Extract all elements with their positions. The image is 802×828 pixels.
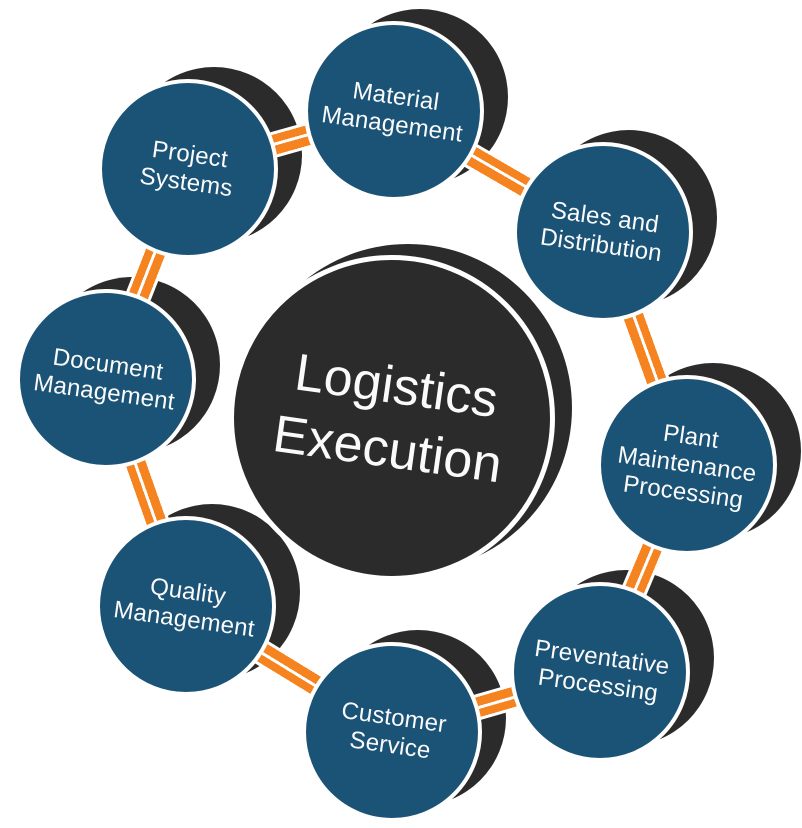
node-quality-management: Quality Management [96,504,300,696]
node-label: Project Systems [137,135,235,203]
node-label: Customer Service [339,696,449,765]
node-label: Sales and Distribution [538,196,664,268]
node-circle: Customer Service [302,642,482,822]
node-project-systems: Project Systems [98,67,302,259]
node-circle: Plant Maintenance Processing [597,375,777,555]
center-label: Logistics Execution [269,342,506,495]
node-circle: Project Systems [98,79,278,259]
node-preventative-processing: Preventative Processing [510,570,714,762]
node-plant-maintenance-processing: Plant Maintenance Processing [597,363,801,555]
node-circle: Preventative Processing [510,582,690,762]
node-label: Preventative Processing [532,634,672,708]
node-customer-service: Customer Service [302,630,506,822]
node-label: Quality Management [111,572,257,643]
center-circle: Logistics Execution [229,255,555,581]
node-label: Plant Maintenance Processing [616,419,759,515]
node-circle: Material Management [304,21,484,201]
node-document-management: Document Management [16,277,220,469]
node-circle: Quality Management [96,516,276,696]
node-label: Material Management [319,77,465,148]
node-circle: Document Management [16,289,196,469]
node-logistics-execution-center: Logistics Execution [229,244,572,581]
node-label: Document Management [31,343,177,416]
node-sales-and-distribution: Sales and Distribution [513,130,717,322]
node-material-management: Material Management [304,9,508,201]
node-circle: Sales and Distribution [513,142,693,322]
